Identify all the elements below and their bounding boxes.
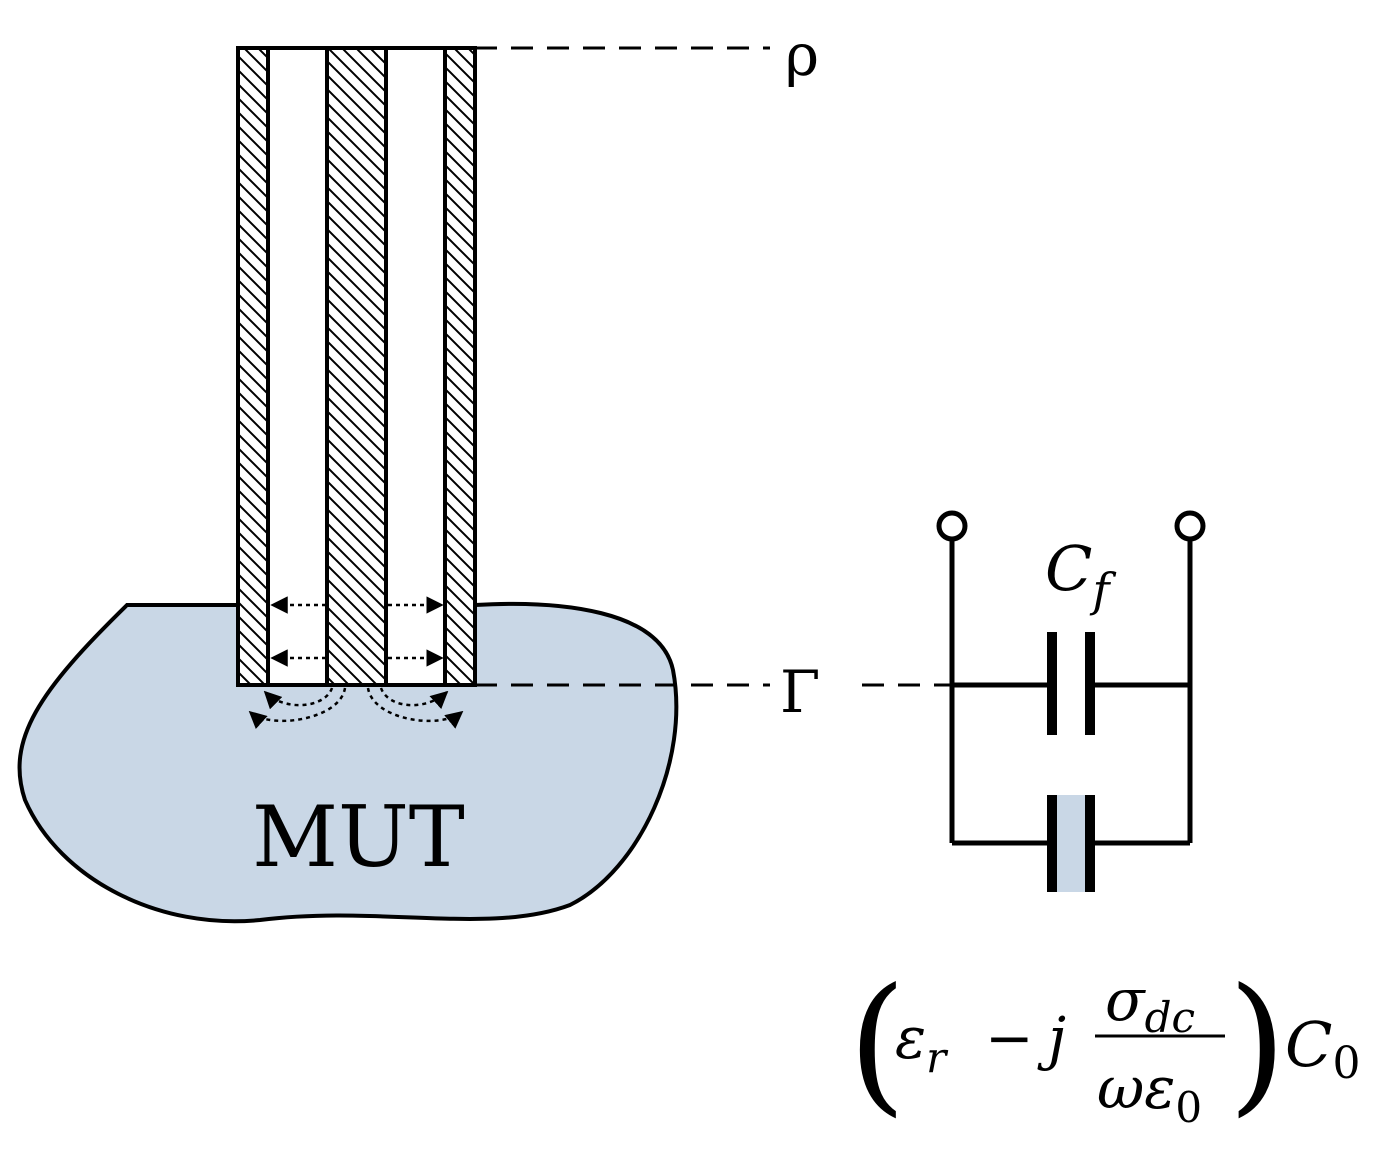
cf-label: Cf (1045, 532, 1116, 617)
sigma-symbol: σ (1105, 966, 1146, 1034)
epsilon-subscript: r (926, 1033, 949, 1082)
coaxial-probe (236, 46, 477, 687)
field-lines (248, 596, 464, 730)
rho-label: ρ (785, 21, 819, 89)
terminal-right (1174, 510, 1206, 542)
formula-close-paren: ) (1228, 957, 1287, 1131)
mut-region (17, 601, 679, 924)
epsilon0-subscript: 0 (1175, 1083, 1202, 1132)
omega-symbol: ω (1097, 1054, 1144, 1122)
fringe-field-arc (263, 687, 334, 710)
outer-conductor-left (236, 46, 270, 687)
formula-j: j (1037, 1004, 1066, 1072)
c0-symbol: C (1285, 1008, 1332, 1081)
formula-c0: C0 (1285, 1008, 1360, 1089)
mut-label: MUT (252, 788, 465, 886)
epsilon0-symbol: ε (1144, 1054, 1175, 1122)
cf-subscript: f (1089, 563, 1116, 617)
outer-conductor-right (443, 46, 477, 687)
c0-subscript: 0 (1332, 1038, 1360, 1089)
gamma-label: Γ (780, 658, 820, 726)
formula-open-paren: ( (848, 957, 907, 1131)
fringe-field-arc (248, 687, 347, 730)
cf-symbol: C (1045, 532, 1092, 605)
fringe-field-arc (379, 687, 449, 710)
dielectric-right (384, 46, 447, 687)
sigma-subscript: dc (1145, 993, 1195, 1042)
terminal-left (936, 510, 968, 542)
inner-conductor (325, 46, 388, 687)
permittivity-formula: ( εr − j σdc ωε0 ) C0 (848, 957, 1360, 1132)
formula-minus: − (985, 1004, 1034, 1072)
dielectric-left (266, 46, 329, 687)
formula-sigma-dc: σdc (1105, 966, 1195, 1042)
capacitor-c0-dielectric (1057, 795, 1085, 892)
equivalent-circuit (936, 510, 1206, 892)
fringe-field-arc (366, 687, 464, 729)
formula-omega-epsilon0: ωε0 (1097, 1054, 1202, 1132)
epsilon-symbol: ε (895, 1004, 926, 1072)
formula-epsilon-r: εr (895, 1004, 949, 1082)
